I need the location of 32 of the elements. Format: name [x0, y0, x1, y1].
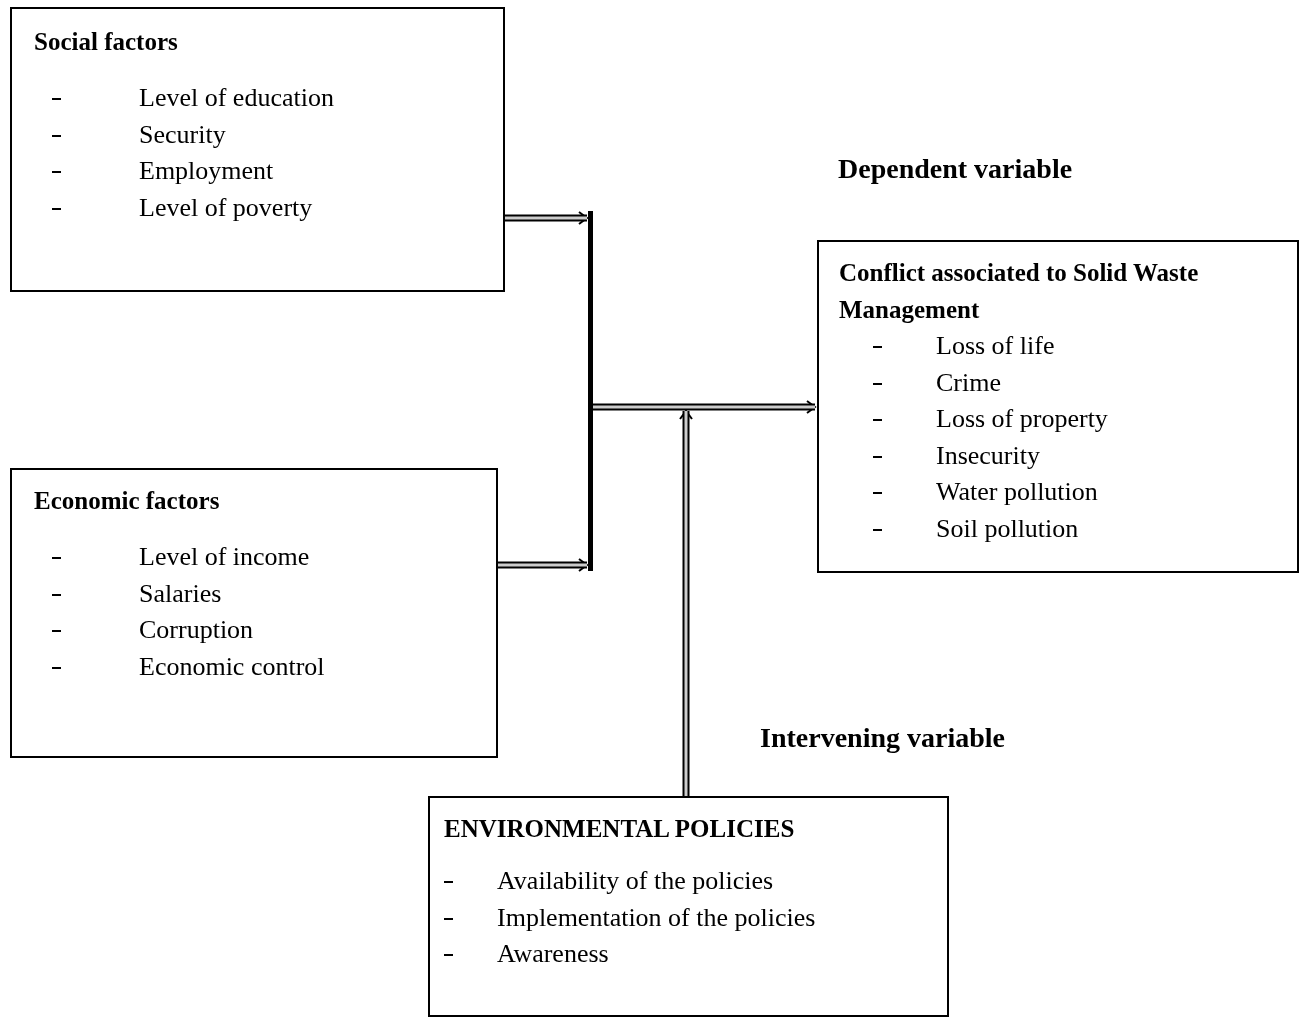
box-heading: Conflict associated to Solid Waste Management: [839, 258, 1200, 325]
double-arrow: [679, 410, 693, 796]
box-heading: Economic factors: [34, 486, 220, 516]
double-arrow: [593, 400, 816, 414]
list-item: Loss of property: [936, 403, 1108, 436]
list-item: Employment: [139, 155, 274, 188]
list-item: Soil pollution: [936, 512, 1079, 545]
list-item: Awareness: [497, 938, 609, 971]
box-heading: ENVIRONMENTAL POLICIES: [444, 814, 795, 844]
list-item: Insecurity: [936, 439, 1040, 472]
list-item: Salaries: [139, 577, 222, 610]
junction-bar: [588, 211, 593, 571]
list-item: Economic control: [139, 650, 325, 683]
variable-label: Dependent variable: [838, 153, 1073, 185]
double-arrow: [505, 211, 588, 225]
variable-label: Intervening variable: [760, 722, 1005, 754]
factor-box: [10, 7, 505, 292]
factor-box: [817, 240, 1299, 573]
double-arrow: [498, 558, 588, 572]
list-item: Level of poverty: [139, 191, 313, 224]
list-item: Implementation of the policies: [497, 901, 816, 934]
list-item: Availability of the policies: [497, 865, 774, 898]
list-item: Crime: [936, 366, 1001, 399]
list-item: Corruption: [139, 614, 254, 647]
list-item: Level of income: [139, 541, 310, 574]
list-item: Level of education: [139, 82, 334, 115]
list-item: Security: [139, 118, 226, 151]
list-item: Water pollution: [936, 476, 1098, 509]
factor-box: [428, 796, 949, 1017]
box-heading: Social factors: [34, 27, 178, 57]
factor-box: [10, 468, 498, 758]
list-item: Loss of life: [936, 330, 1055, 363]
